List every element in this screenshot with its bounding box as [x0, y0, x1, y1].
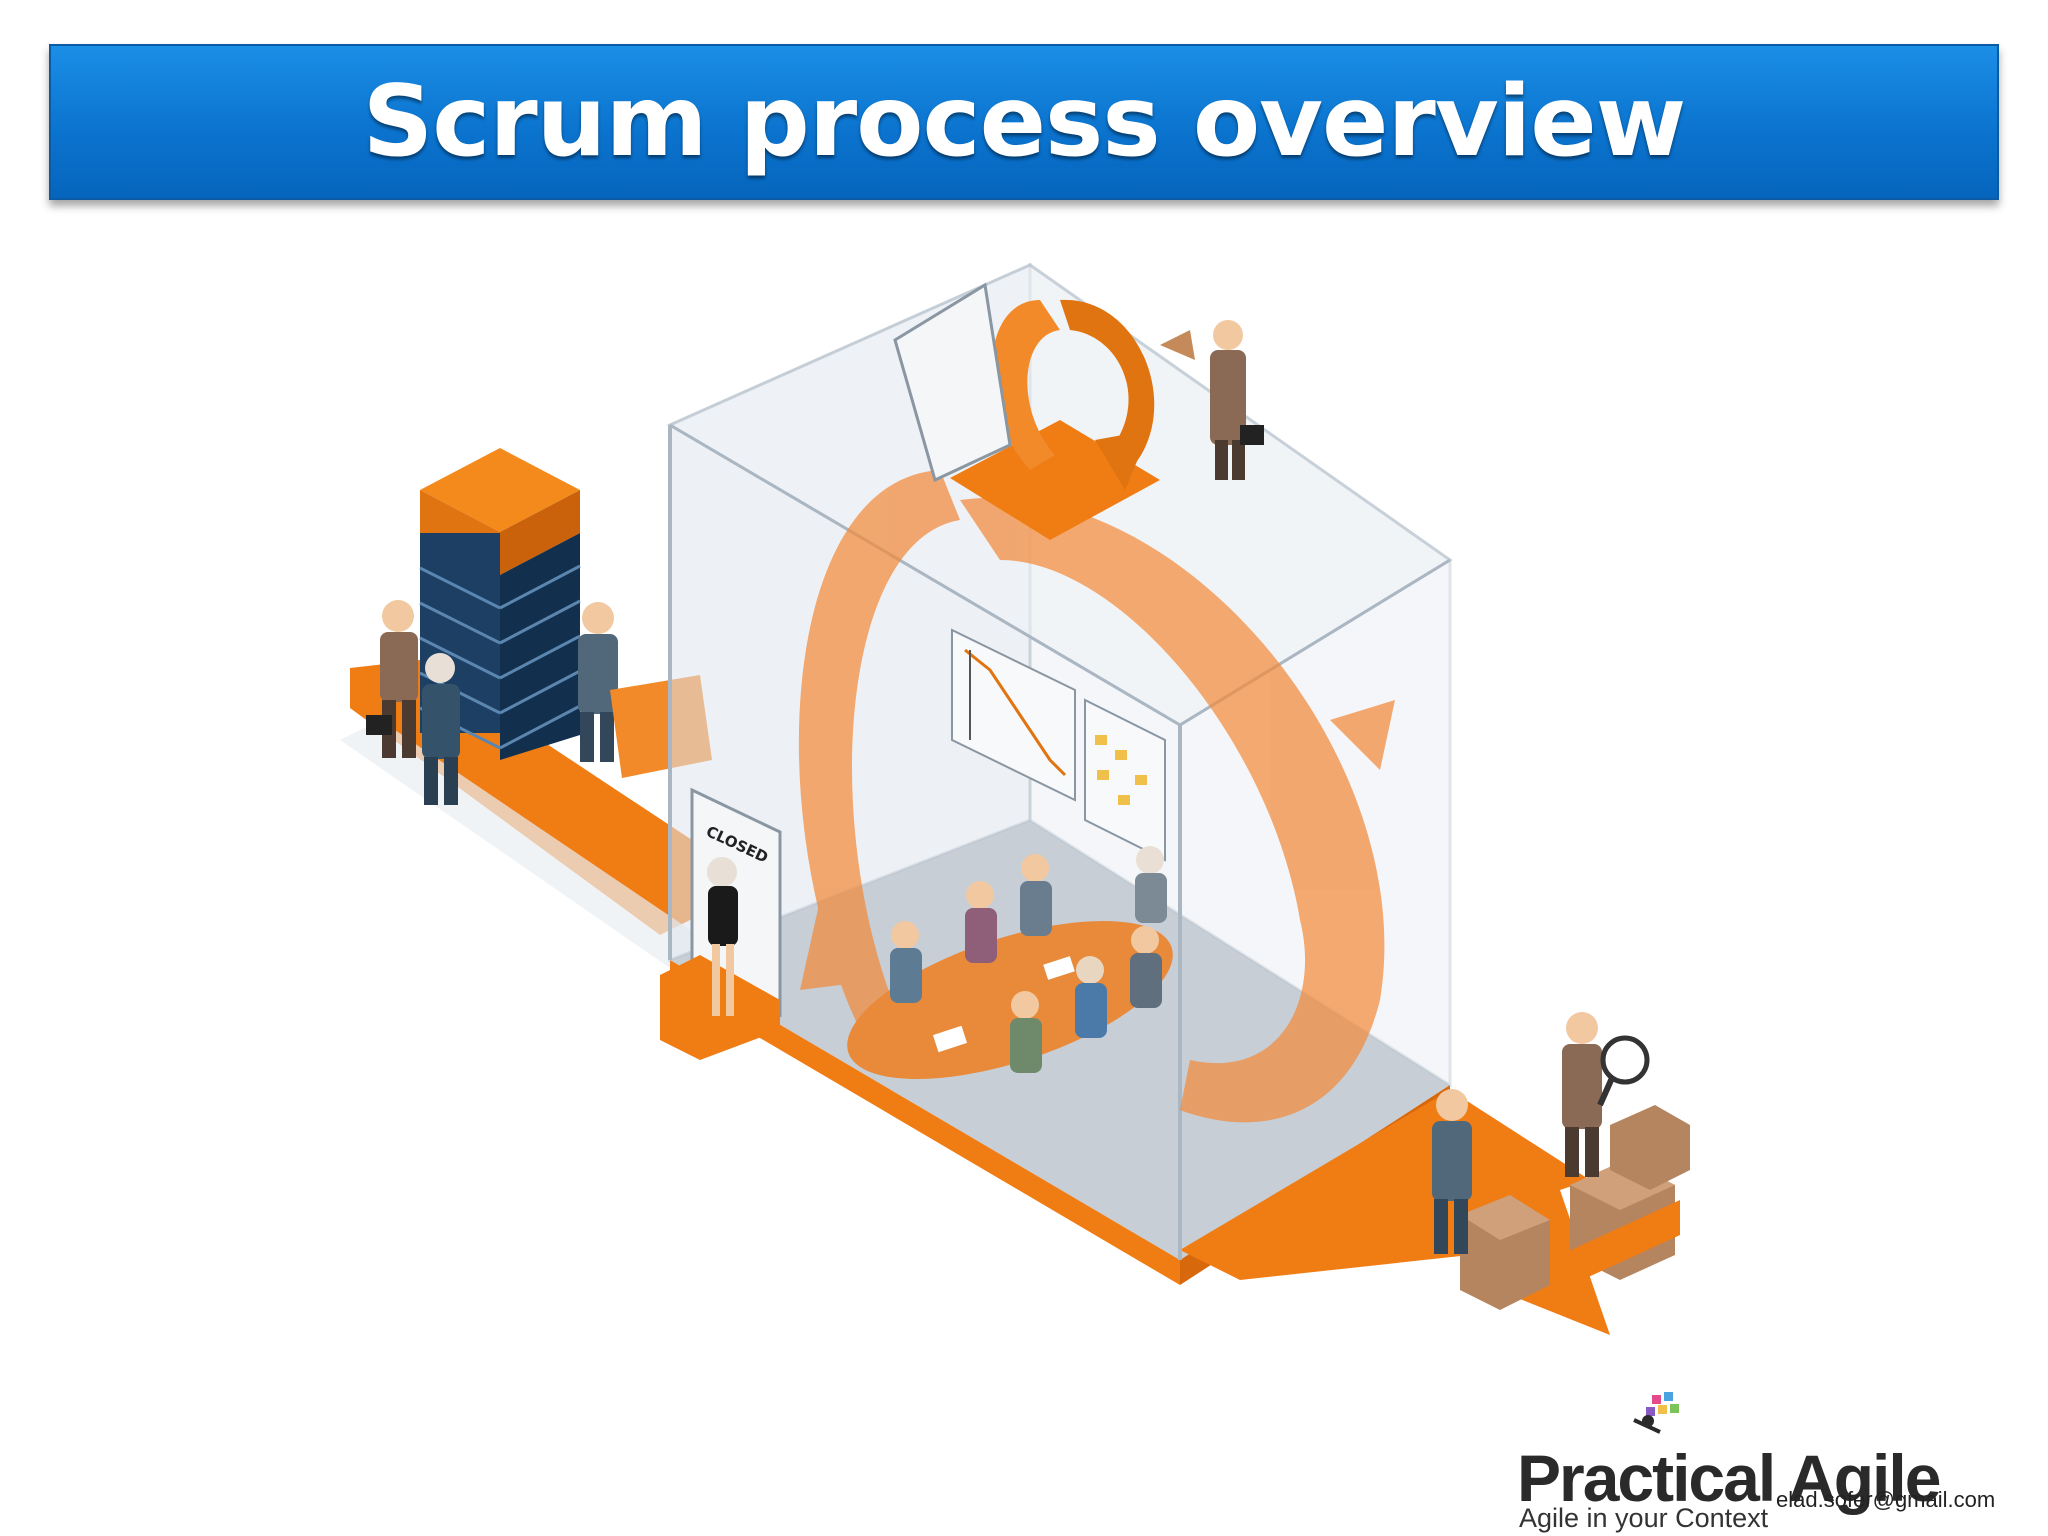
sprint-cycle-arrow-icon — [798, 470, 1395, 1123]
magnifier-icon — [1562, 1012, 1650, 1177]
practical-agile-logo: Practical Agile Agile in your Context — [1505, 1385, 2045, 1533]
megaphone-icon — [1160, 320, 1264, 480]
logo-tagline: Agile in your Context — [1519, 1503, 1769, 1533]
slide-title: Scrum process overview — [362, 65, 1687, 179]
room-base-front — [670, 960, 1180, 1285]
logo-wordmark: Practical Agile — [1517, 1441, 1941, 1515]
task-board-icon — [1084, 698, 1166, 862]
title-banner: Scrum process overview — [49, 44, 1999, 200]
delivery-team-member-figure — [1432, 1089, 1472, 1254]
contact-email: elad.sofer@gmail.com — [1776, 1487, 1996, 1512]
scrum-team-figures — [890, 846, 1167, 1073]
practical-agile-logo-icon — [1633, 1392, 1679, 1434]
burndown-chart-icon — [951, 628, 1076, 802]
stakeholder-figure — [422, 653, 460, 805]
sprint-review-screen — [893, 282, 1012, 483]
scrum-master-figure — [707, 857, 738, 1016]
product-owner-figure — [366, 600, 418, 758]
delivered-boxes-icon — [1460, 1105, 1690, 1310]
